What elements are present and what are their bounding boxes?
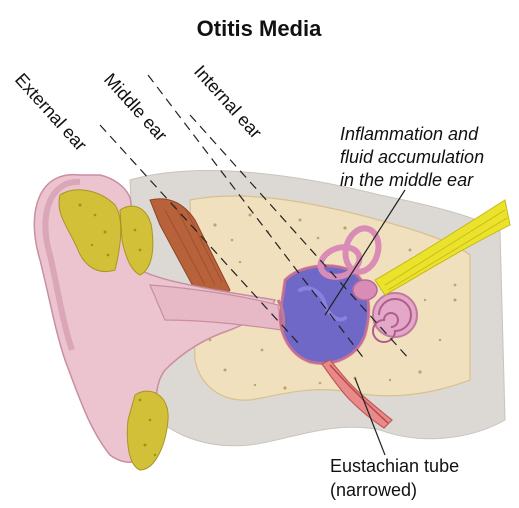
auditory-nerve [374,199,511,296]
label-external-ear: External ear [11,69,91,155]
cartilage-canal [119,205,154,276]
inflamed-lining [278,264,371,365]
pinna-helix [42,178,81,351]
callout-inflammation-line-1: Inflammation and [340,124,479,144]
boundary-external-middle [99,124,301,346]
muscle-striations [164,204,223,286]
vestibule [352,279,378,301]
ossicles [298,286,347,322]
callout-inflammation-line-3: in the middle ear [340,170,474,190]
region-boundaries [99,74,411,361]
label-middle-ear: Middle ear [100,69,171,145]
eustachian-tube-lumen [329,364,389,424]
callout-eustachian-line-1: Eustachian tube [330,456,459,476]
cartilage-texture [78,203,157,457]
diagram-title: Otitis Media [197,16,322,41]
callout-eustachian-leader [354,377,386,456]
semicircular-canals [317,225,382,280]
callout-eustachian: Eustachian tube (narrowed) [330,377,459,500]
callout-inflammation: Inflammation and fluid accumulation in t… [324,124,484,316]
callout-inflammation-line-2: fluid accumulation [340,147,484,167]
cochlea [372,292,418,343]
cartilage-lower [126,390,169,471]
boundary-inner-right [189,114,411,361]
callout-inflammation-leader [324,189,406,316]
eardrum [276,299,286,333]
label-internal-ear: Internal ear [190,61,266,142]
cartilage-upper [58,189,122,273]
callout-eustachian-line-2: (narrowed) [330,480,417,500]
